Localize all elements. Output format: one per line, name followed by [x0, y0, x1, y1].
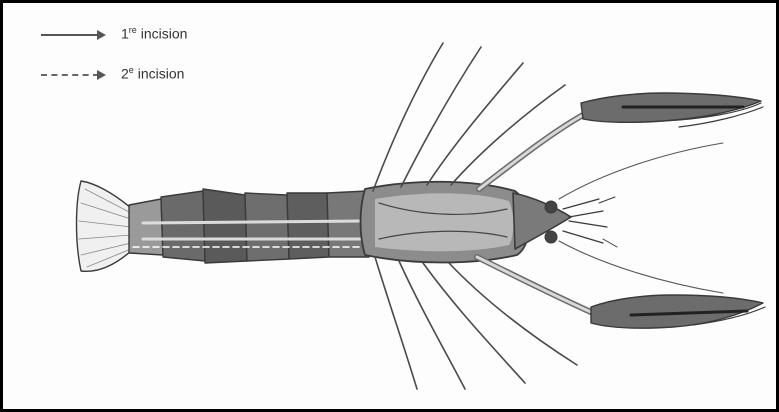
tail-fan [77, 181, 132, 271]
upper-claw [479, 93, 763, 189]
walking-legs-bottom [375, 257, 577, 389]
abdomen [129, 189, 369, 263]
antennae [559, 143, 723, 293]
walking-legs-top [373, 43, 565, 191]
head [513, 193, 617, 249]
crayfish-illustration [3, 3, 776, 409]
carapace [361, 182, 529, 263]
